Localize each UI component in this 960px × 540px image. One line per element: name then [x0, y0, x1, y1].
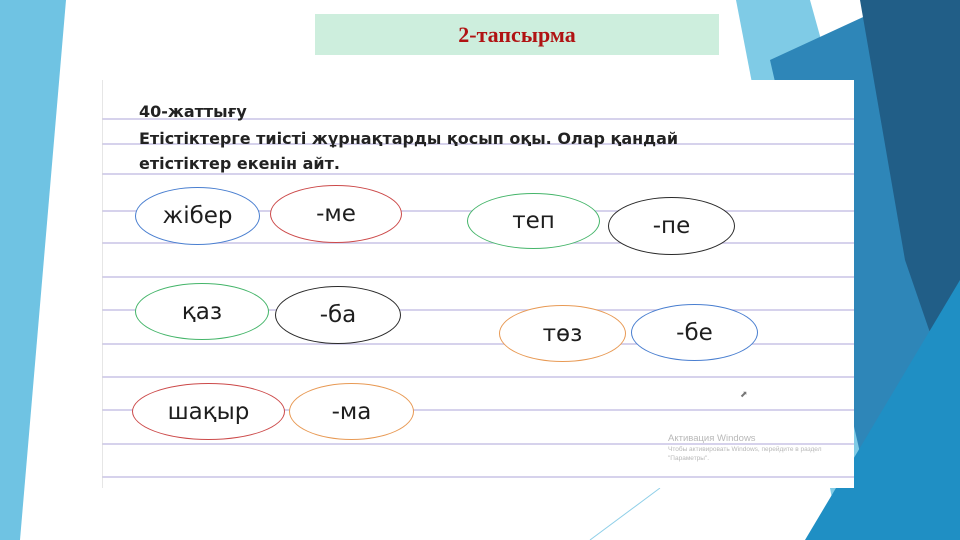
exercise-sheet: 40-жаттығу Етістіктерге тиісті жұрнақтар… — [102, 80, 854, 488]
word-stem-oval: шақыр — [132, 383, 285, 440]
decor-line — [589, 487, 661, 540]
word-suffix-oval: -ме — [270, 185, 402, 243]
watermark-title: Активация Windows — [668, 433, 756, 444]
exercise-heading: 40-жаттығу — [139, 102, 247, 121]
word-suffix-oval: -пе — [608, 197, 735, 255]
word-stem-oval: қаз — [135, 283, 269, 340]
left-stripe-shape — [0, 0, 66, 540]
mouse-cursor-icon: ⬈ — [740, 389, 748, 399]
word-stem-oval: жібер — [135, 187, 260, 245]
windows-activation-watermark: Активация Windows Чтобы активировать Win… — [668, 433, 822, 463]
word-stem-oval: төз — [499, 305, 626, 362]
right-dark-shape — [860, 0, 960, 420]
word-suffix-oval: -ма — [289, 383, 414, 440]
word-suffix-oval: -бе — [631, 304, 758, 361]
watermark-line: "Параметры". — [668, 455, 710, 462]
exercise-instruction: Етістіктерге тиісті жұрнақтарды қосып оқ… — [139, 129, 679, 173]
word-suffix-oval: -ба — [275, 286, 401, 344]
watermark-line: Чтобы активировать Windows, перейдите в … — [668, 446, 822, 453]
word-stem-oval: теп — [467, 193, 600, 249]
slide-title: 2-тапсырма — [315, 14, 719, 55]
